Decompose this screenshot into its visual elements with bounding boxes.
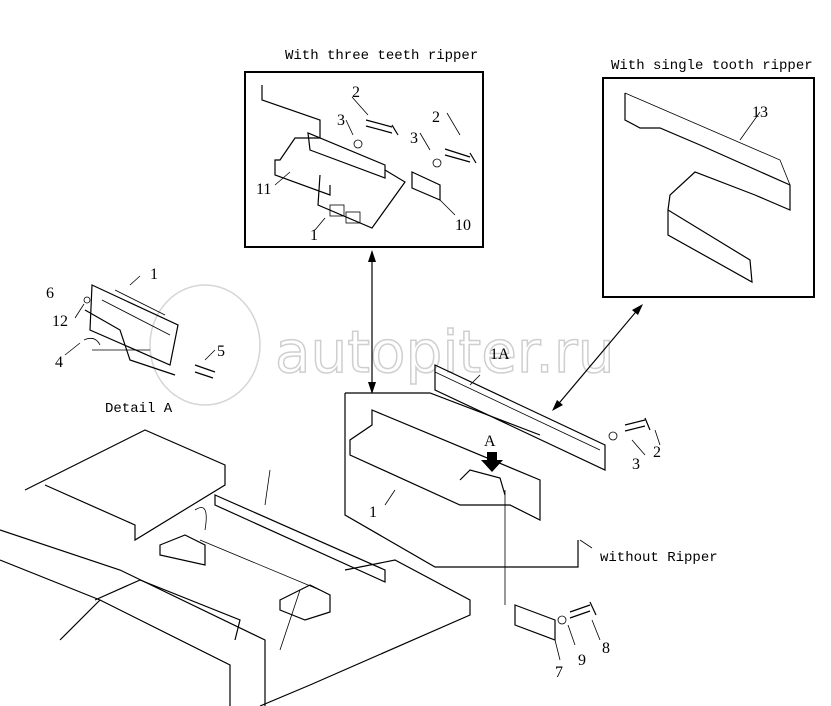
- label-1A: 1A: [490, 346, 510, 363]
- label-3: 3: [337, 112, 345, 129]
- view-a-label: A: [484, 433, 496, 450]
- label-3: 3: [632, 456, 640, 473]
- label-2: 2: [432, 109, 440, 126]
- inset-single-tooth: 13: [602, 77, 815, 298]
- label-1: 1: [150, 266, 158, 283]
- label-7: 7: [555, 664, 563, 681]
- label-2: 2: [653, 444, 661, 461]
- label-9: 9: [578, 652, 586, 669]
- label-1: 1: [310, 227, 318, 244]
- caption-detail-a: Detail A: [105, 401, 173, 417]
- label-3: 3: [410, 130, 418, 147]
- caption-three-teeth: With three teeth ripper: [285, 48, 478, 64]
- label-4: 4: [55, 354, 63, 371]
- connector-arrows: [368, 250, 643, 411]
- label-12: 12: [52, 313, 68, 330]
- watermark: autopiter.ru: [149, 284, 615, 406]
- label-13: 13: [752, 104, 768, 121]
- label-8: 8: [602, 640, 610, 657]
- detail-a: 1 6 12 4 5: [46, 266, 225, 379]
- label-5: 5: [217, 343, 225, 360]
- machine-frame: [0, 429, 471, 706]
- inset-three-teeth: 2 3 2 3 11 1 10: [244, 71, 484, 248]
- label-2: 2: [352, 84, 360, 101]
- main-assembly: A 1A 3 2 1 7 9 8: [344, 346, 661, 681]
- label-6: 6: [46, 285, 54, 302]
- caption-without-ripper: without Ripper: [600, 550, 718, 566]
- label-11: 11: [256, 181, 271, 198]
- caption-single-tooth: With single tooth ripper: [611, 58, 813, 74]
- label-1: 1: [369, 504, 377, 521]
- label-10: 10: [455, 217, 471, 234]
- watermark-text: autopiter.ru: [275, 318, 614, 386]
